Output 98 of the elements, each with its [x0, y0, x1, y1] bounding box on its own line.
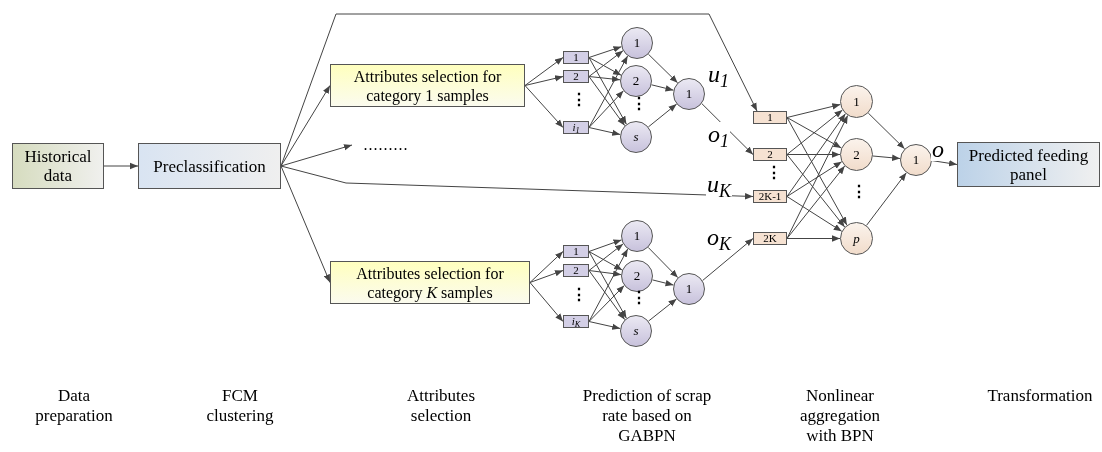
arrow	[872, 154, 901, 161]
arrow	[651, 84, 674, 92]
arrow	[280, 165, 331, 283]
node-label: 1	[573, 52, 579, 63]
arrow	[529, 251, 564, 283]
box-label: Attributes selection for category 1 samples	[352, 66, 503, 105]
vertical-ellipsis: ⋮	[766, 165, 782, 181]
arrow	[652, 279, 674, 287]
node-label: i$_{K}$	[571, 316, 581, 327]
arrow	[524, 57, 564, 86]
arrow	[588, 76, 626, 127]
node-label: 2	[632, 72, 640, 91]
arrow	[280, 144, 353, 167]
node-label: 2	[573, 71, 579, 82]
node-label: 1	[685, 85, 693, 104]
arrow	[280, 165, 754, 200]
input-node	[753, 148, 787, 161]
arrow	[648, 298, 677, 322]
vertical-ellipsis: ⋮	[851, 184, 867, 200]
arrow	[588, 90, 624, 128]
stage-label: FCM clustering	[205, 386, 275, 426]
arrow	[588, 57, 622, 76]
stage-label: Attributes selection	[406, 386, 476, 426]
arrow	[647, 246, 679, 279]
input-node	[563, 315, 589, 328]
arrow	[786, 113, 846, 197]
stage-label: Data preparation	[34, 386, 114, 426]
edge-label: o$_{1}$	[707, 122, 730, 146]
arrow	[866, 172, 907, 226]
arrow	[786, 117, 842, 149]
box-label: Preclassification	[153, 156, 266, 176]
arrow	[786, 151, 841, 158]
process-box	[330, 64, 525, 107]
arrow	[524, 85, 564, 128]
arrow	[280, 85, 331, 167]
arrow	[588, 75, 621, 83]
box-label: Predicted feeding panel	[967, 145, 1090, 184]
arrow	[529, 282, 564, 322]
box-label: Attributes selection for category K samples	[355, 263, 505, 302]
process-box	[138, 143, 281, 189]
input-node	[753, 111, 787, 124]
input-node	[563, 121, 589, 134]
arrow	[786, 154, 846, 228]
node-label: p	[853, 229, 860, 248]
ellipsis-text: .........	[363, 135, 409, 155]
node-label: 1	[685, 280, 693, 299]
stage-label: Prediction of scrap rate based on GABPN	[581, 386, 713, 446]
process-box	[957, 142, 1100, 187]
arrow	[529, 270, 564, 283]
process-box	[330, 261, 530, 304]
vertical-ellipsis: ⋮	[631, 96, 647, 112]
vertical-ellipsis: ⋮	[631, 290, 647, 306]
arrow	[786, 109, 843, 155]
arrow	[786, 103, 841, 118]
node-label: 2K	[763, 233, 777, 244]
node-label: 2	[767, 149, 773, 160]
arrow	[647, 53, 679, 84]
arrow	[867, 112, 906, 150]
node-label: 2	[633, 267, 641, 286]
arrow	[103, 162, 139, 170]
arrow	[588, 239, 622, 252]
input-node	[563, 51, 589, 64]
input-node	[563, 264, 589, 277]
input-node	[563, 245, 589, 258]
node-label: 2K-1	[758, 191, 782, 202]
node-label: 2	[853, 145, 860, 164]
node-label: 1	[912, 151, 920, 170]
box-label: Historical data	[23, 147, 93, 185]
arrow	[524, 75, 564, 86]
node-label: 2	[573, 265, 579, 276]
arrow	[702, 238, 754, 281]
node-label: 1	[573, 246, 579, 257]
vertical-ellipsis: ⋮	[571, 92, 587, 108]
arrow	[588, 270, 626, 321]
arrow	[647, 103, 678, 128]
arrow	[588, 285, 625, 322]
node-label: 1	[633, 34, 641, 53]
node-label: 1	[767, 112, 773, 123]
process-box	[12, 143, 104, 189]
arrow	[588, 321, 621, 330]
node-label: s	[633, 128, 639, 147]
input-node	[753, 190, 787, 203]
arrow	[701, 103, 754, 155]
node-label: s	[633, 322, 639, 341]
node-label: 1	[853, 92, 860, 111]
stage-label: Transformation	[986, 386, 1094, 406]
node-label: i$_{1}$	[572, 122, 580, 133]
arrow	[588, 251, 623, 271]
arrow	[786, 235, 841, 242]
input-node	[563, 70, 589, 83]
arrow	[588, 127, 621, 136]
stage-label: Nonlinear aggregation with BPN	[798, 386, 882, 446]
arrow	[786, 165, 846, 239]
arrow	[588, 270, 622, 277]
node-label: 1	[633, 227, 641, 246]
input-node	[753, 232, 787, 245]
vertical-ellipsis: ⋮	[571, 287, 587, 303]
arrow	[588, 46, 622, 58]
